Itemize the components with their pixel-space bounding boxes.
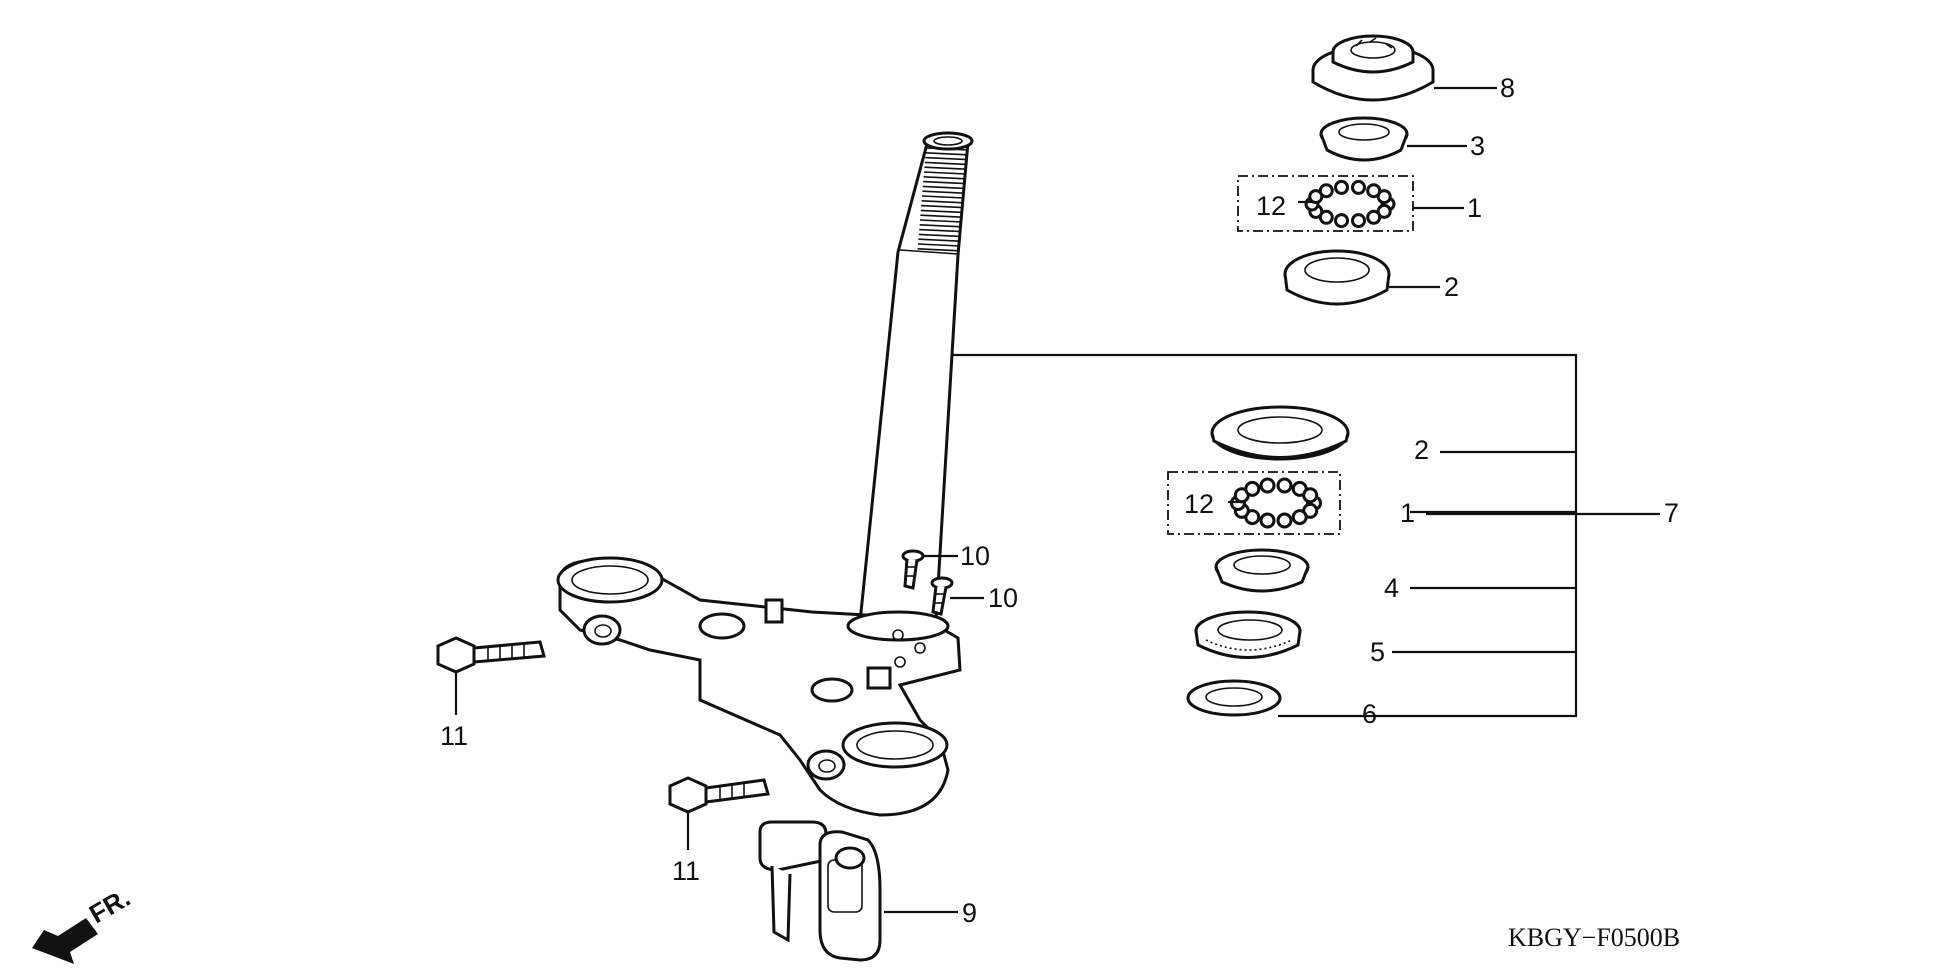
bottom-bridge (556, 556, 962, 817)
label-1-lower: 1 (1400, 498, 1415, 528)
thread-line (925, 152, 968, 156)
steering-stem (858, 131, 974, 624)
thread-line (925, 147, 969, 151)
label-12-upper: 12 (1256, 191, 1286, 221)
upper-steel-balls (1304, 179, 1396, 229)
label-1-upper: 1 (1467, 193, 1482, 223)
thread-line (920, 214, 963, 218)
thread-line (919, 228, 962, 233)
thread-line (921, 204, 964, 209)
key-lock-set (758, 820, 882, 962)
label-9: 9 (962, 898, 977, 928)
label-10-lower: 10 (988, 583, 1018, 613)
screw-lower (930, 576, 954, 616)
thread-line (924, 166, 967, 170)
assembly-7-bracket (940, 353, 1578, 718)
label-3: 3 (1470, 131, 1485, 161)
dust-seal (1194, 610, 1302, 659)
lower-cone-race (1214, 548, 1310, 593)
thread-line (921, 195, 965, 199)
label-10-upper: 10 (960, 541, 990, 571)
pinch-bolt-left (436, 636, 546, 674)
steel-ball (1334, 213, 1349, 229)
pinch-bolt-right (668, 776, 770, 814)
lower-steel-balls (1230, 477, 1322, 529)
label-8: 8 (1500, 73, 1515, 103)
steel-ball (1259, 512, 1276, 529)
steel-ball (1259, 477, 1276, 494)
lower-ball-race-top (1210, 405, 1350, 461)
steel-ball (1376, 189, 1392, 205)
label-12-lower: 12 (1184, 489, 1214, 519)
thread-line (923, 171, 967, 175)
top-cone-race (1319, 116, 1409, 162)
label-6: 6 (1362, 699, 1377, 729)
steel-ball (1351, 213, 1366, 229)
front-indicator: FR. (84, 882, 135, 929)
steel-ball (1276, 477, 1293, 494)
thread-line (918, 238, 961, 242)
thread-line (924, 161, 967, 166)
steel-ball (1291, 509, 1308, 526)
label-2-upper: 2 (1444, 272, 1459, 302)
thread-line (917, 248, 960, 252)
steel-ball (1302, 487, 1319, 504)
label-4: 4 (1384, 573, 1399, 603)
label-5: 5 (1370, 637, 1385, 667)
thread-line (925, 156, 968, 161)
upper-ball-race (1283, 249, 1391, 306)
steel-ball (1334, 179, 1349, 195)
thread-line (922, 185, 965, 190)
thread-line (919, 219, 963, 223)
label-11-left: 11 (440, 721, 468, 751)
thread-line (920, 209, 963, 214)
drawing-code: KBGY−F0500B (1508, 923, 1680, 952)
steel-ball (1276, 512, 1293, 529)
thread-line (919, 224, 962, 228)
dust-seal-washer (1186, 679, 1282, 717)
thread-line (923, 176, 966, 180)
steel-ball (1366, 209, 1382, 225)
stem-lock-nut (1311, 34, 1435, 102)
thread-line (923, 180, 966, 185)
thread-line (921, 200, 964, 204)
label-7: 7 (1664, 498, 1679, 528)
label-2-lower: 2 (1414, 435, 1429, 465)
steel-ball (1244, 480, 1261, 497)
upper-ball-kit-box (1237, 175, 1414, 232)
thread-line (918, 233, 961, 238)
front-direction-arrow-icon (32, 918, 98, 964)
thread-line (922, 190, 965, 194)
steel-ball (1318, 183, 1334, 199)
label-11-right: 11 (672, 856, 700, 886)
thread-line (917, 243, 961, 247)
steel-ball (1351, 179, 1366, 195)
lower-ball-kit-box (1167, 471, 1341, 535)
